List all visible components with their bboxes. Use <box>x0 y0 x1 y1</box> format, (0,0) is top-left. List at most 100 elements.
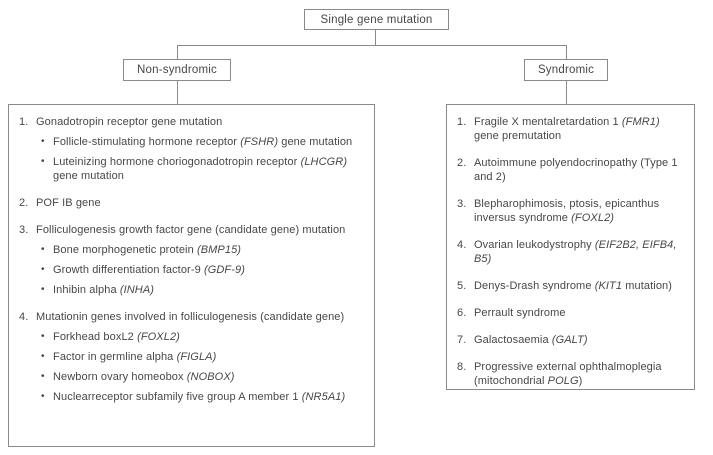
list-item: 4. Ovarian leukodystrophy (EIF2B2, EIFB4,… <box>457 238 685 266</box>
text-segment: Bone morphogenetic protein <box>53 244 197 256</box>
gene-symbol: (EIF2B2, EIFB4, B5) <box>474 239 677 265</box>
gene-symbol: (FIGLA) <box>176 351 217 363</box>
bullet-item: • Factor in germline alpha (FIGLA) <box>19 350 365 364</box>
text-segment: Mutationin genes involved in folliculoge… <box>36 311 345 323</box>
gene-symbol: (NR5A1) <box>301 391 346 403</box>
bullet-glyph: • <box>41 351 45 362</box>
connector-crossbar <box>177 45 567 46</box>
bullet-glyph: • <box>41 331 45 342</box>
root-node-label: Single gene mutation <box>320 13 433 26</box>
text-segment: Forkhead boxL2 <box>53 331 138 343</box>
gene-symbol: (BMP15) <box>196 244 242 256</box>
bullet-glyph: • <box>41 371 45 382</box>
list-item: 7. Galactosaemia (GALT) <box>457 333 685 347</box>
text-segment: Denys-Drash syndrome <box>474 280 595 292</box>
bullet-glyph: • <box>41 136 45 147</box>
text-segment: gene mutation <box>278 136 353 148</box>
text-segment: Galactosaemia <box>474 334 552 346</box>
gene-symbol: (GALT) <box>551 334 588 346</box>
bullet-item: • Newborn ovary homeobox (NOBOX) <box>19 370 365 384</box>
bullet-glyph: • <box>41 391 45 402</box>
item-text: Perrault syndrome <box>474 306 685 320</box>
connector-root-vertical <box>375 30 376 45</box>
item-text: Ovarian leukodystrophy (EIF2B2, EIFB4, B… <box>474 238 685 266</box>
item-number: 7. <box>457 334 467 346</box>
text-segment: Nuclearreceptor subfamily five group A m… <box>53 391 302 403</box>
bullet-text: Forkhead boxL2 (FOXL2) <box>53 330 365 344</box>
bullet-text: Nuclearreceptor subfamily five group A m… <box>53 390 365 404</box>
bullet-glyph: • <box>41 284 45 295</box>
gene-symbol: (LHCGR) <box>300 156 348 168</box>
text-segment: Luteinizing hormone choriogonadotropin r… <box>53 156 301 168</box>
bullet-item: • Forkhead boxL2 (FOXL2) <box>19 330 365 344</box>
bullet-item: • Follicle-stimulating hormone receptor (… <box>19 135 365 149</box>
gene-symbol: POLG <box>547 375 579 387</box>
item-number: 4. <box>19 311 29 323</box>
item-number: 4. <box>457 239 467 251</box>
text-segment: Newborn ovary homeobox <box>53 371 187 383</box>
item-number: 1. <box>19 116 29 128</box>
item-text: Folliculogenesis growth factor gene (can… <box>36 223 365 237</box>
syndromic-panel: 1.Fragile X mentalretardation 1 (FMR1) g… <box>446 104 695 390</box>
list-item: 2.POF IB gene <box>19 196 365 210</box>
bullet-glyph: • <box>41 264 45 275</box>
item-text: Denys-Drash syndrome (KIT1 mutation) <box>474 279 685 293</box>
text-segment: Blepharophimosis, ptosis, epicanthus inv… <box>474 198 660 224</box>
bullet-text: Follicle-stimulating hormone receptor (F… <box>53 135 365 149</box>
item-number: 6. <box>457 307 467 319</box>
item-text: POF IB gene <box>36 196 365 210</box>
bullet-text: Growth differentiation factor-9 (GDF-9) <box>53 263 365 277</box>
gene-symbol: (NOBOX) <box>186 371 235 383</box>
item-number: 8. <box>457 361 467 373</box>
text-segment: ) <box>578 375 583 387</box>
item-number: 2. <box>457 157 467 169</box>
bullet-item: • Nuclearreceptor subfamily five group A … <box>19 390 365 404</box>
list-item: 1.Fragile X mentalretardation 1 (FMR1) g… <box>457 115 685 143</box>
bullet-text: Bone morphogenetic protein (BMP15) <box>53 243 365 257</box>
text-segment: gene premutation <box>474 130 562 142</box>
connector-left-upper <box>177 45 178 59</box>
bullet-text: Newborn ovary homeobox (NOBOX) <box>53 370 365 384</box>
bullet-glyph: • <box>41 244 45 255</box>
list-item: 2. Autoimmune polyendocrinopathy (Type 1 … <box>457 156 685 184</box>
text-segment: POF IB gene <box>36 197 101 209</box>
text-segment: Follicle-stimulating hormone receptor <box>53 136 241 148</box>
item-text: Gonadotropin receptor gene mutation <box>36 115 365 129</box>
gene-symbol: (FMR1) <box>621 116 660 128</box>
gene-symbol: (INHA) <box>119 284 155 296</box>
list-item: 3. Folliculogenesis growth factor gene (c… <box>19 223 365 237</box>
bullet-text: Luteinizing hormone choriogonadotropin r… <box>53 155 365 183</box>
gene-symbol: (FSHR) <box>240 136 279 148</box>
item-text: Progressive external ophthalmoplegia (mi… <box>474 360 685 388</box>
item-number: 3. <box>457 198 467 210</box>
text-segment: Autoimmune polyendocrinopathy (Type 1 an… <box>474 157 678 183</box>
bullet-item: • Inhibin alpha (INHA) <box>19 283 365 297</box>
gene-symbol: (FOXL2) <box>571 212 615 224</box>
text-segment: Inhibin alpha <box>53 284 120 296</box>
list-item: 6. Perrault syndrome <box>457 306 685 320</box>
branch-node-syndromic: Syndromic <box>524 59 608 81</box>
list-item: 3. Blepharophimosis, ptosis, epicanthus i… <box>457 197 685 225</box>
text-segment: Gonadotropin receptor gene mutation <box>36 116 223 128</box>
list-item: 1. Gonadotropin receptor gene mutation <box>19 115 365 129</box>
gene-symbol: (KIT1 <box>594 280 623 292</box>
text-segment: gene mutation <box>53 170 125 182</box>
connector-left-lower <box>177 81 178 104</box>
item-number: 3. <box>19 224 29 236</box>
text-segment: mutation) <box>622 280 673 292</box>
connector-right-lower <box>566 81 567 104</box>
bullet-item: • Luteinizing hormone choriogonadotropin … <box>19 155 365 183</box>
list-item: 4. Mutationin genes involved in folliculo… <box>19 310 365 324</box>
bullet-text: Factor in germline alpha (FIGLA) <box>53 350 365 364</box>
bullet-item: • Bone morphogenetic protein (BMP15) <box>19 243 365 257</box>
bullet-glyph: • <box>41 156 45 167</box>
root-node: Single gene mutation <box>304 9 449 30</box>
non-syndromic-panel: 1. Gonadotropin receptor gene mutation • Fo… <box>8 104 375 447</box>
text-segment: Ovarian leukodystrophy <box>474 239 595 251</box>
gene-symbol: (GDF-9) <box>203 264 245 276</box>
bullet-item: • Growth differentiation factor-9 (GDF-9) <box>19 263 365 277</box>
text-segment: Fragile X mentalretardation 1 <box>474 116 622 128</box>
branch-label-non-syndromic: Non-syndromic <box>137 64 217 76</box>
list-item: 8. Progressive external ophthalmoplegia (… <box>457 360 685 388</box>
